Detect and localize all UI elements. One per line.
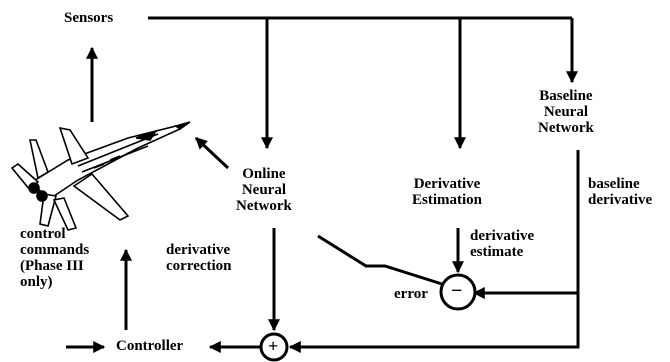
error-summing-junction	[439, 273, 477, 311]
error-label: error	[394, 286, 428, 302]
baseline-derivative-label: baseline derivative	[588, 176, 653, 208]
derivative-estimation-label: Derivative Estimation	[412, 176, 483, 208]
fighter-jet-icon	[10, 121, 191, 231]
baseline-to-sum-arrow	[288, 150, 580, 353]
error-junction-minus: −	[451, 280, 463, 302]
sensors-label: Sensors	[64, 10, 114, 26]
derivative-estimate-label: derivative estimate	[470, 228, 535, 260]
output-summing-junction	[259, 332, 289, 362]
error-feedback-line	[317, 234, 443, 286]
online-nn-label: Online Neural Network	[236, 166, 292, 214]
online-to-aircraft-arrow	[194, 136, 230, 170]
controller-label: Controller	[116, 338, 184, 354]
output-junction-plus: +	[268, 336, 279, 356]
control-commands-label: control commands (Phase III only)	[20, 226, 90, 290]
baseline-nn-label: Baseline Neural Network	[538, 88, 594, 136]
derivative-correction-label: derivative correction	[166, 242, 232, 274]
